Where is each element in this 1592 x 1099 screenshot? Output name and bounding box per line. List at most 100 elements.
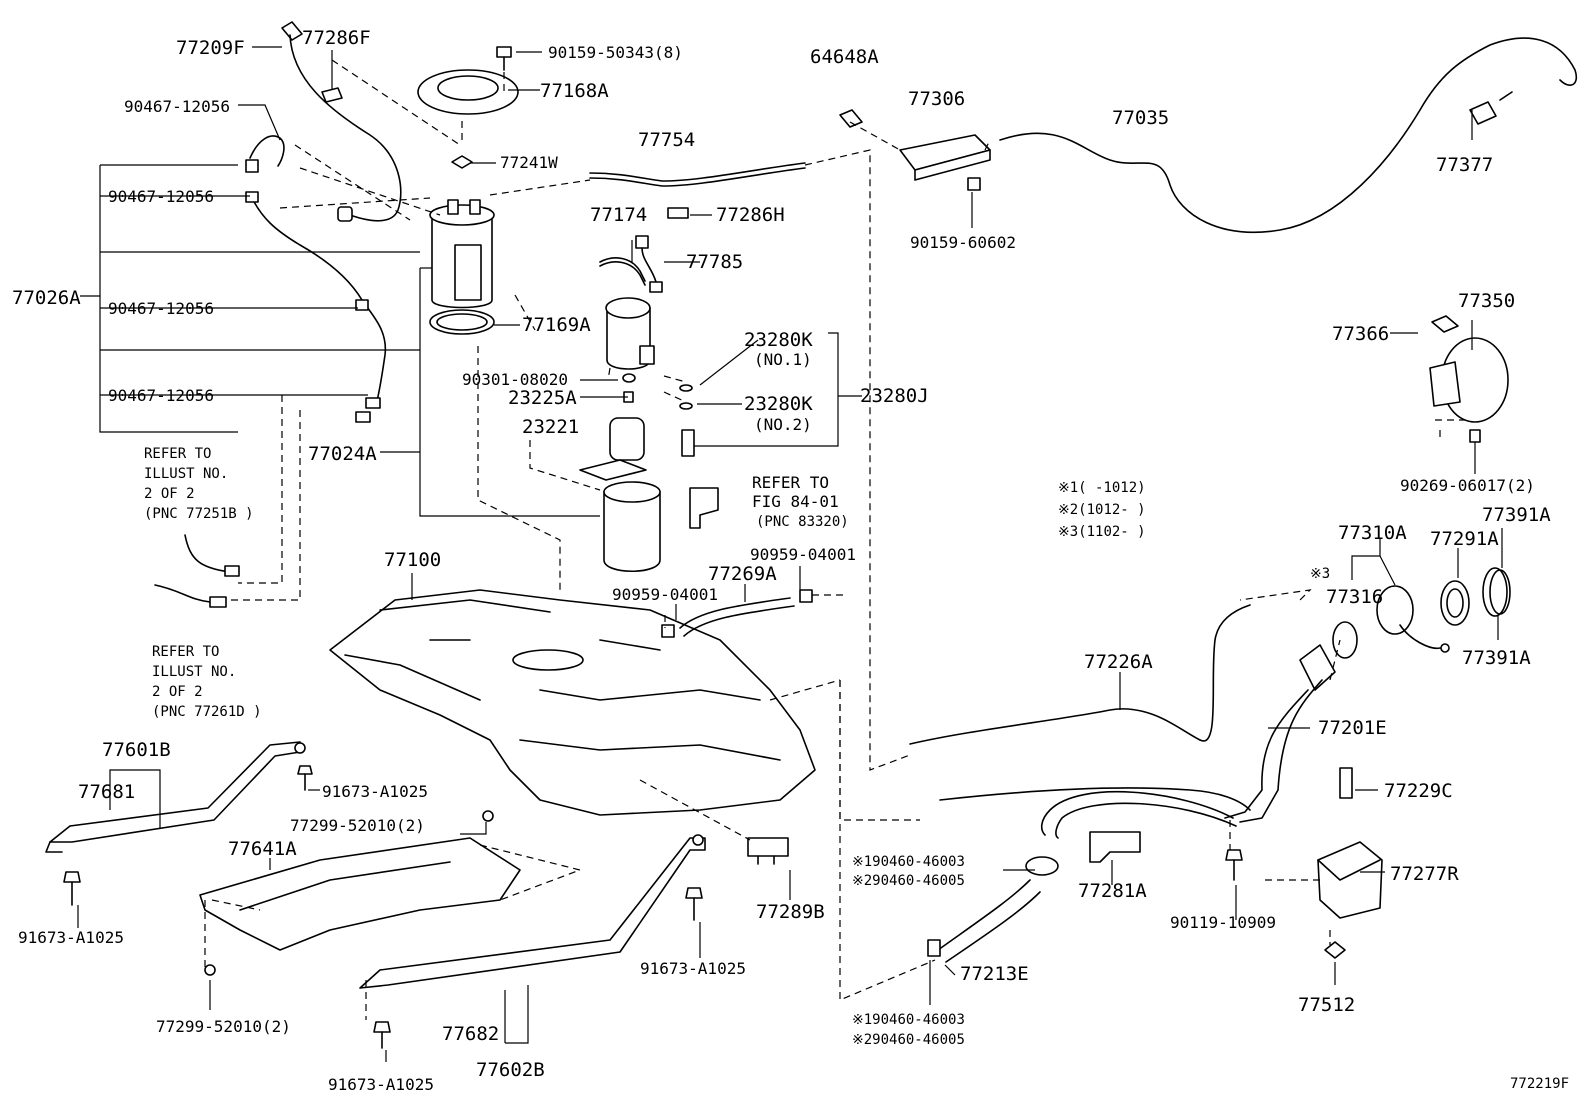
label-77226a: 77226A bbox=[1084, 651, 1153, 673]
label-77641a: 77641A bbox=[228, 838, 297, 860]
fuel-sender-83320 bbox=[689, 487, 719, 529]
reference-lines bbox=[204, 59, 1465, 1020]
label-90959-b: 90959-04001 bbox=[612, 585, 718, 604]
label-23225a: 23225A bbox=[508, 387, 577, 409]
label-90269-06017: 90269-06017(2) bbox=[1400, 476, 1535, 495]
fuel-pump-module bbox=[429, 199, 495, 309]
small-orings bbox=[622, 373, 693, 410]
label-77286h: 77286H bbox=[716, 204, 785, 226]
label-refer1-3: 2 OF 2 bbox=[144, 486, 195, 502]
tank-strap-77602b bbox=[359, 834, 706, 989]
label-90467-a: 90467-12056 bbox=[124, 97, 230, 116]
label-23280k-2: 23280K bbox=[744, 393, 813, 415]
label-77201e: 77201E bbox=[1318, 717, 1387, 739]
refer-pipes-left bbox=[154, 534, 240, 608]
label-77024a: 77024A bbox=[308, 443, 377, 465]
label-refer2-4: (PNC 77261D ) bbox=[152, 704, 262, 720]
label-77512: 77512 bbox=[1298, 994, 1355, 1016]
label-refer2-1: REFER TO bbox=[152, 644, 219, 660]
vent-hose-77209f bbox=[281, 21, 402, 222]
label-90467-b: 90467-12056 bbox=[108, 187, 214, 206]
label-90159-60602: 90159-60602 bbox=[910, 233, 1016, 252]
fuel-pump-23221 bbox=[579, 417, 695, 481]
heat-shield-77641a bbox=[199, 810, 521, 976]
label-23280j: 23280J bbox=[860, 385, 929, 407]
label-note-3: ※3(1102- ) bbox=[1058, 524, 1146, 540]
label-77350: 77350 bbox=[1458, 290, 1515, 312]
label-77291a: 77291A bbox=[1430, 528, 1499, 550]
label-77391a-bottom: 77391A bbox=[1462, 647, 1531, 669]
filler-cap-group bbox=[1332, 567, 1511, 659]
label-refer2-3: 2 OF 2 bbox=[152, 684, 203, 700]
label-refer1-1: REFER TO bbox=[144, 446, 211, 462]
label-77366: 77366 bbox=[1332, 323, 1389, 345]
leader-lines bbox=[77, 46, 1503, 1062]
bracket-77289b bbox=[747, 837, 789, 865]
evap-hose-left bbox=[245, 135, 387, 423]
label-91673-c: 91673-A1025 bbox=[640, 959, 746, 978]
fuel-filter bbox=[605, 297, 655, 370]
label-refer1-2: ILLUST NO. bbox=[144, 466, 228, 482]
retainer-ring-77168a bbox=[417, 69, 519, 115]
label-clip-1a: ※190460-46003 bbox=[852, 854, 965, 870]
label-90467-c: 90467-12056 bbox=[108, 299, 214, 318]
label-77213e: 77213E bbox=[960, 963, 1029, 985]
label-77169a: 77169A bbox=[522, 314, 591, 336]
clip-77286h bbox=[667, 207, 689, 219]
label-77209f: 77209F bbox=[176, 37, 245, 59]
label-77286f: 77286F bbox=[302, 27, 371, 49]
bracket-77281a bbox=[1089, 831, 1141, 863]
label-77391a-top: 77391A bbox=[1482, 504, 1551, 526]
clip-77286f bbox=[321, 87, 343, 103]
clip-77512 bbox=[1324, 941, 1346, 959]
label-77281a: 77281A bbox=[1078, 880, 1147, 902]
label-no1: (NO.1) bbox=[754, 350, 812, 369]
label-77168a: 77168A bbox=[540, 80, 609, 102]
label-23221: 23221 bbox=[522, 416, 579, 438]
label-77229c: 77229C bbox=[1384, 780, 1453, 802]
label-note-1: ※1( -1012) bbox=[1058, 480, 1146, 496]
clip-77229c bbox=[1339, 767, 1353, 799]
bolt-90119 bbox=[1225, 849, 1243, 881]
label-no2: (NO.2) bbox=[754, 415, 812, 434]
label-77602b: 77602B bbox=[476, 1059, 545, 1081]
label-77377: 77377 bbox=[1436, 154, 1493, 176]
label-91673-d: 91673-A1025 bbox=[328, 1075, 434, 1094]
label-clip-1b: ※190460-46003 bbox=[852, 1012, 965, 1028]
label-77316: 77316 bbox=[1326, 586, 1383, 608]
label-77601b: 77601B bbox=[102, 739, 171, 761]
label-77299-a: 77299-52010(2) bbox=[290, 816, 425, 835]
label-mark-3: ※3 bbox=[1310, 566, 1330, 582]
label-clip-2b: ※290460-46005 bbox=[852, 1032, 965, 1048]
wire-harness-77785 bbox=[635, 235, 663, 293]
label-90301-08020: 90301-08020 bbox=[462, 370, 568, 389]
label-64648a: 64648A bbox=[810, 46, 879, 68]
clip-77241w bbox=[451, 155, 473, 169]
connector-64648a bbox=[839, 109, 863, 128]
label-77174: 77174 bbox=[590, 204, 647, 226]
label-refer-fig-3: (PNC 83320) bbox=[756, 514, 849, 530]
label-77306: 77306 bbox=[908, 88, 965, 110]
label-77269a: 77269A bbox=[708, 563, 777, 585]
label-77289b: 77289B bbox=[756, 901, 825, 923]
label-90467-d: 90467-12056 bbox=[108, 386, 214, 405]
label-77241w: 77241W bbox=[500, 153, 558, 172]
part-labels: 77209F 77286F 90159-50343(8) 77168A 6464… bbox=[12, 27, 1569, 1094]
label-90119-10909: 90119-10909 bbox=[1170, 913, 1276, 932]
gasket-77169a bbox=[429, 309, 495, 335]
bracket-77174 bbox=[599, 257, 646, 286]
illustration-code: 772219F bbox=[1510, 1076, 1569, 1092]
label-77681: 77681 bbox=[78, 781, 135, 803]
tank-strap-77601b bbox=[45, 741, 306, 853]
tube-77754 bbox=[589, 162, 806, 187]
label-note-2: ※2(1012- ) bbox=[1058, 502, 1146, 518]
protector-77277r bbox=[1317, 841, 1383, 919]
filler-pipe-77201e bbox=[1040, 644, 1336, 839]
label-clip-2a: ※290460-46005 bbox=[852, 873, 965, 889]
label-77754: 77754 bbox=[638, 129, 695, 151]
label-refer-fig-1: REFER TO bbox=[752, 473, 829, 492]
fuel-lid-77350 bbox=[1429, 315, 1509, 443]
label-77682: 77682 bbox=[442, 1023, 499, 1045]
label-refer1-4: (PNC 77251B ) bbox=[144, 506, 254, 522]
